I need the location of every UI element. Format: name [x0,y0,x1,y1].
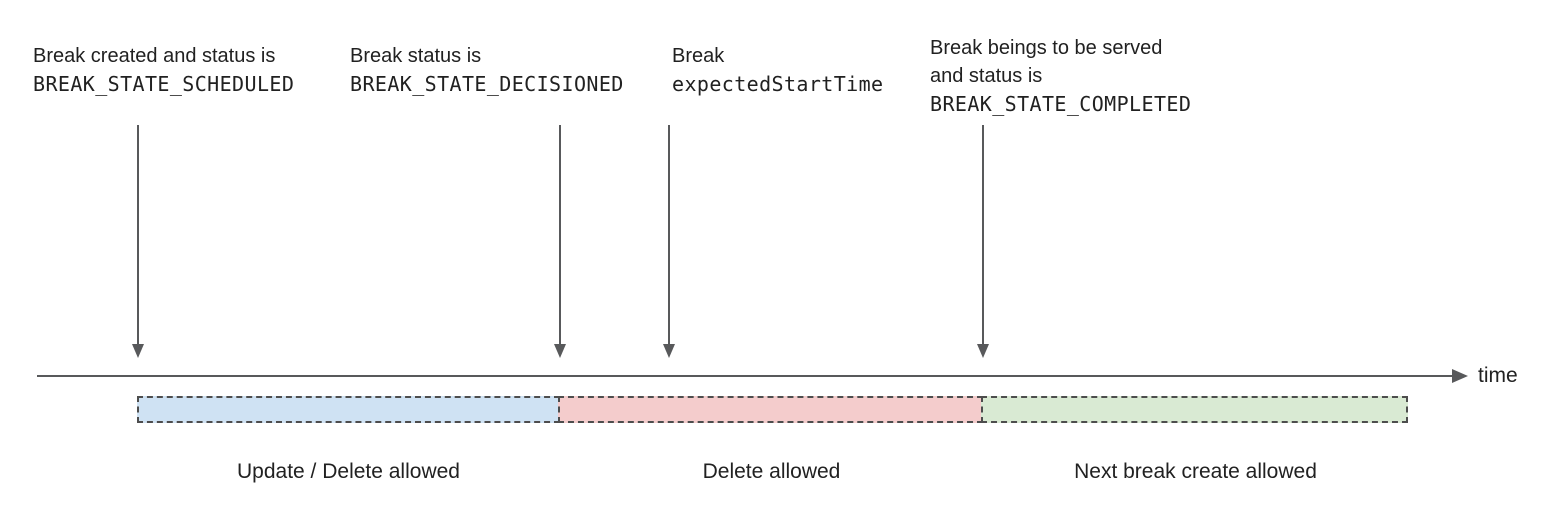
arrow-down-icon [663,344,675,358]
arrow-shaft [982,125,984,345]
annotation-text: Break [672,45,725,67]
arrow-shaft [668,125,670,345]
time-axis-line [37,375,1453,377]
arrow-down-icon [554,344,566,358]
annotation-code-break-state-decisioned: BREAK_STATE_DECISIONED [350,72,624,96]
arrow-down-icon [977,344,989,358]
arrow-break-created [132,125,144,358]
label-update-delete-allowed: Update / Delete allowed [237,460,460,483]
annotation-text: Break beings to be served [930,37,1163,59]
annotation-code-break-state-completed: BREAK_STATE_COMPLETED [930,92,1192,116]
arrow-shaft [137,125,139,345]
annotation-code-expected-start-time: expectedStartTime [672,72,884,96]
annotation-text: Break created and status is [33,45,276,67]
period-bar [137,396,1408,423]
label-delete-allowed: Delete allowed [702,460,841,483]
arrow-down-icon [132,344,144,358]
annotation-code-break-state-scheduled: BREAK_STATE_SCHEDULED [33,72,295,96]
segment-delete-allowed [558,396,983,423]
label-next-break-create-allowed: Next break create allowed [1074,460,1317,483]
annotation-text: Break status is [350,45,482,67]
arrow-right-icon [1452,369,1468,383]
segment-next-break-create-allowed [981,396,1408,423]
time-axis-label: time [1478,364,1518,387]
segment-update-delete-allowed [137,396,560,423]
annotation-break-completed: Break beings to be served and status is … [930,34,1191,118]
arrow-shaft [559,125,561,345]
arrow-break-decisioned [554,125,566,358]
annotation-expected-start-time: Break expectedStartTime [672,42,884,98]
annotation-break-decisioned: Break status is BREAK_STATE_DECISIONED [350,42,624,98]
annotation-text: and status is [930,65,1043,87]
arrow-break-completed [977,125,989,358]
annotation-break-created: Break created and status is BREAK_STATE_… [33,42,294,98]
arrow-expected-start-time [663,125,675,358]
